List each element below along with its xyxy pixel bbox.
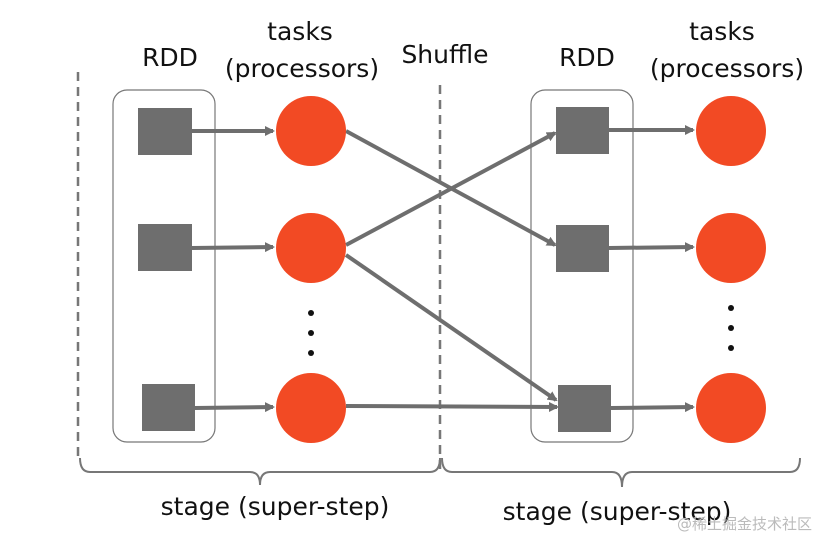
arrow: [344, 253, 558, 402]
partition-square: [556, 225, 609, 272]
processors-right-label: (processors): [650, 54, 804, 83]
rdd-right-label: RDD: [559, 43, 615, 72]
arrow: [191, 242, 275, 253]
ellipsis-dots: [308, 305, 734, 356]
task-circle: [696, 213, 766, 283]
task-circle: [696, 96, 766, 166]
arrow: [345, 131, 557, 247]
dot: [308, 350, 314, 356]
arrow: [345, 401, 559, 412]
arrows: [191, 125, 695, 413]
dot: [728, 325, 734, 331]
tasks-right-label: tasks: [689, 17, 755, 46]
rdd-right-box: [530, 89, 634, 443]
dot: [308, 310, 314, 316]
dot: [308, 330, 314, 336]
partition-square: [556, 107, 609, 154]
rdd-left-label: RDD: [142, 43, 198, 72]
dot: [728, 345, 734, 351]
processors-left-label: (processors): [225, 54, 379, 83]
dot: [728, 305, 734, 311]
partition-square: [138, 224, 192, 271]
stage-right-brace: [441, 457, 801, 488]
arrow: [610, 402, 695, 413]
task-circle: [276, 96, 346, 166]
arrow: [608, 242, 695, 253]
partition-square: [558, 385, 611, 432]
task-circle: [276, 213, 346, 283]
stage-right-label: stage (super-step): [503, 497, 732, 526]
shuffle-label: Shuffle: [401, 40, 488, 69]
rdd-left-box: [112, 89, 216, 443]
arrow: [194, 402, 275, 413]
task-circle: [696, 373, 766, 443]
partition-square: [138, 108, 192, 155]
stage-left-brace: [79, 457, 441, 486]
partition-square: [142, 384, 195, 431]
watermark: @稀土掘金技术社区: [677, 515, 812, 533]
stage-left-label: stage (super-step): [161, 492, 390, 521]
tasks-left-label: tasks: [267, 17, 333, 46]
task-circle: [276, 373, 346, 443]
